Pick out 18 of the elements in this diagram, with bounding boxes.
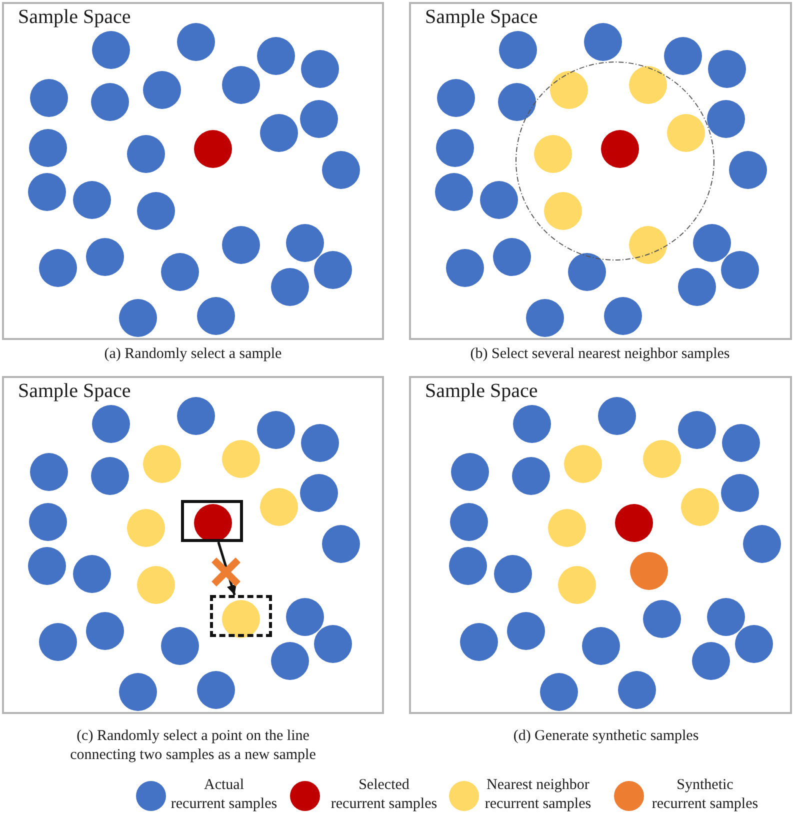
panel-caption: (c) Randomly select a point on the line connecting two samples as a new sample: [69, 727, 317, 765]
panel-title: Sample Space: [425, 379, 538, 403]
sample-space-panel: [2, 376, 384, 714]
selected-sample-frame: [181, 500, 243, 542]
legend-label: Synthetic recurrent samples: [652, 776, 758, 814]
legend-label: Selected recurrent samples: [330, 776, 438, 814]
panel-title: Sample Space: [425, 5, 538, 29]
panel-caption: (b) Select several nearest neighbor samples: [470, 345, 730, 364]
sample-space-panel: [2, 2, 384, 340]
panel-title: Sample Space: [18, 5, 131, 29]
sample-space-panel: [409, 376, 792, 714]
panel-caption: (d) Generate synthetic samples: [513, 727, 699, 746]
panel-title: Sample Space: [18, 379, 131, 403]
neighbor-sample-frame: [210, 595, 272, 637]
legend-label: Nearest neighbor recurrent samples: [484, 776, 592, 814]
panel-caption: (a) Randomly select a sample: [104, 345, 282, 364]
sample-space-panel: [409, 2, 792, 340]
legend-label: Actual recurrent samples: [170, 776, 278, 814]
